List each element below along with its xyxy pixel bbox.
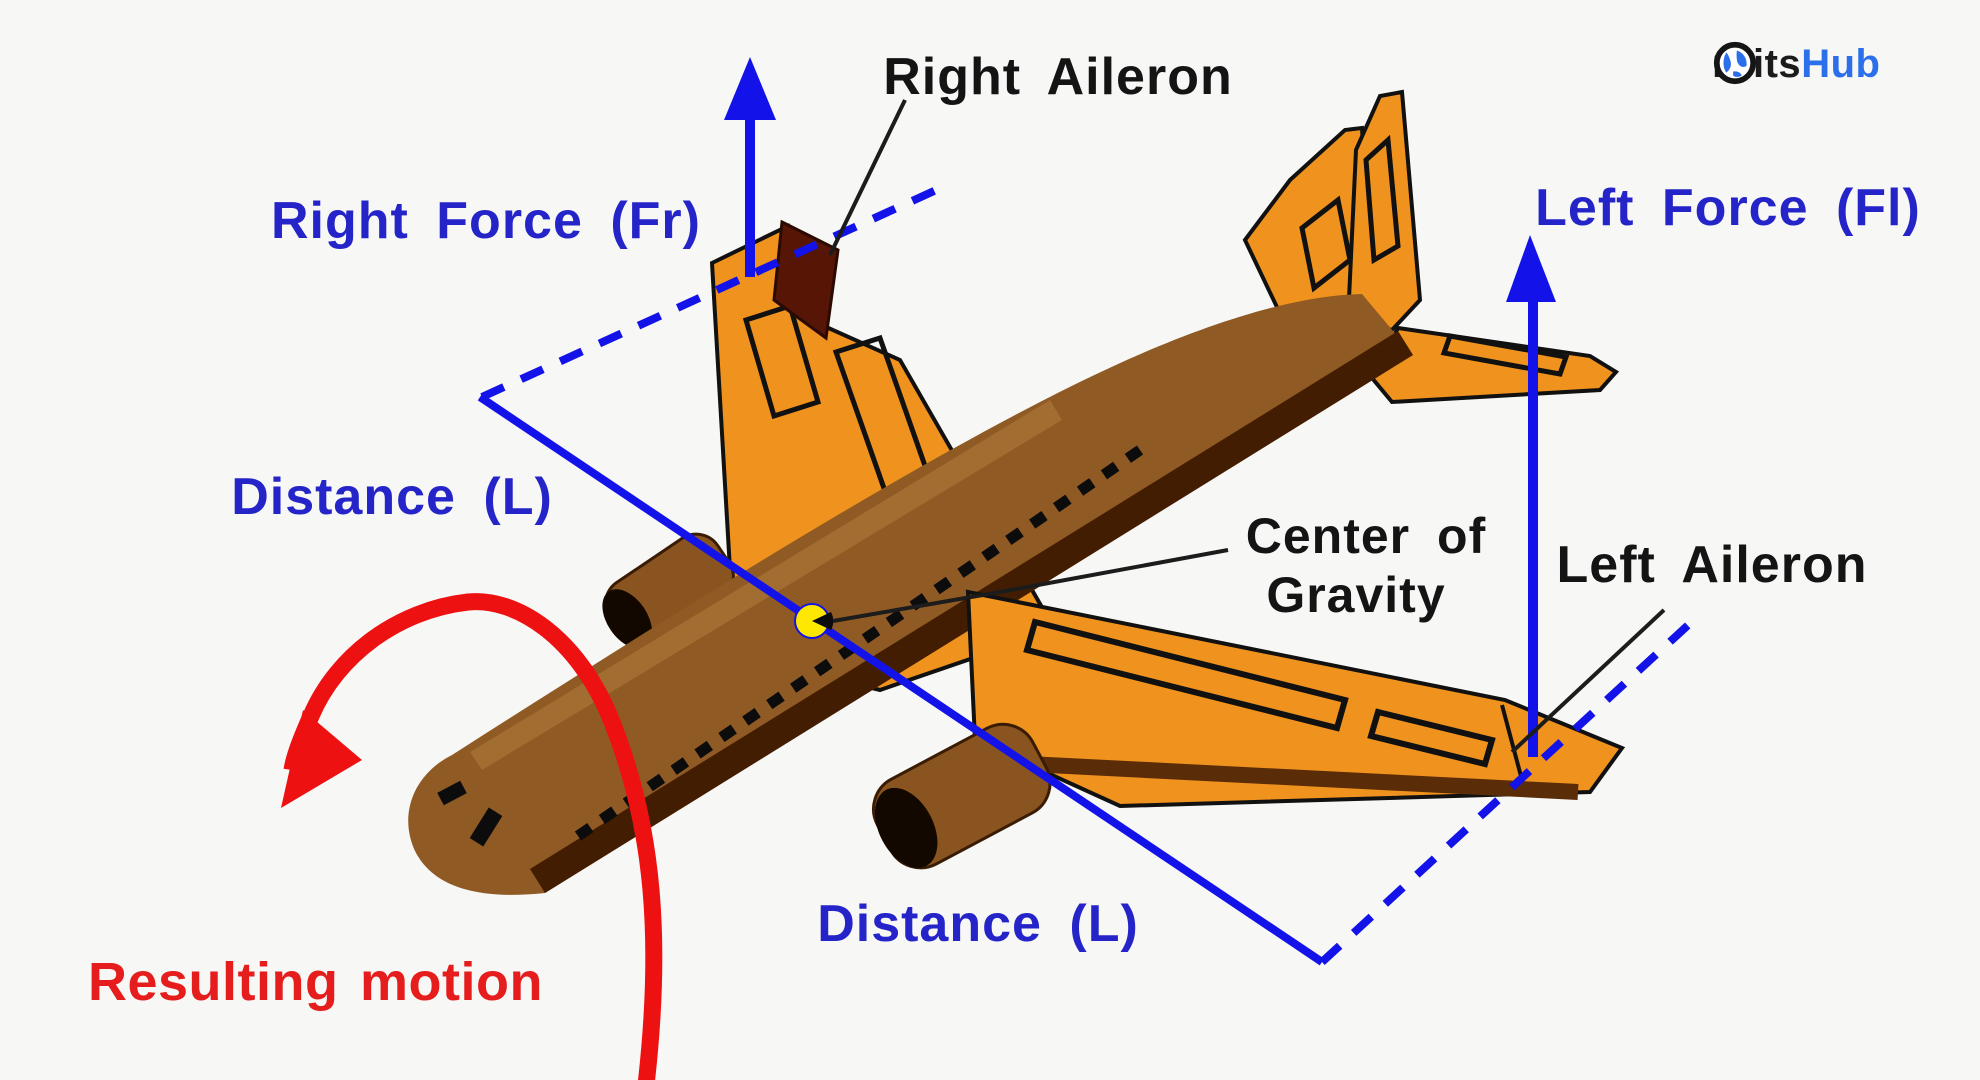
left-aileron-outline xyxy=(1367,708,1496,768)
left-engine xyxy=(872,722,1052,870)
center-of-gravity-pointer xyxy=(832,548,1229,623)
right-aileron-deflected xyxy=(772,219,840,341)
left-wing-underside-shadow xyxy=(989,754,1579,800)
cockpit-window-icon xyxy=(437,780,467,806)
motion-arrowhead-icon xyxy=(281,710,362,808)
label-left-force: Left Force (Fl) xyxy=(1535,179,1921,237)
label-right-force: Right Force (Fr) xyxy=(271,192,701,250)
right-engine xyxy=(602,532,735,649)
center-of-gravity-dot xyxy=(794,603,834,639)
label-distance-left: Distance (L) xyxy=(231,468,553,526)
left-aileron-pointer xyxy=(1510,608,1666,754)
left-elevator-outline xyxy=(1440,333,1570,377)
label-resulting-motion: Resulting motion xyxy=(88,952,543,1012)
left-force-arrowhead-icon xyxy=(1506,235,1556,302)
resulting-motion-arrow xyxy=(281,593,663,1080)
left-stabilizer xyxy=(1369,325,1620,405)
distance-line xyxy=(477,393,1325,966)
right-wing-flap-outline xyxy=(742,302,822,420)
left-engine-intake xyxy=(874,787,938,868)
label-center-of-gravity-line1: Center of xyxy=(1246,508,1486,564)
rudder-outline xyxy=(1363,134,1401,265)
label-left-aileron: Left Aileron xyxy=(1557,536,1868,594)
logo-text-hub: Hub xyxy=(1801,42,1881,86)
orbitshub-logo: rbits Hub xyxy=(1712,40,1880,88)
label-distance-bottom: Distance (L) xyxy=(817,895,1139,953)
left-wing xyxy=(965,589,1626,809)
left-wing-flap-outline xyxy=(1023,618,1349,732)
tail-assembly xyxy=(1242,89,1620,405)
motion-arc xyxy=(283,593,663,1080)
fuselage-body xyxy=(408,294,1413,895)
right-engine-intake xyxy=(602,589,653,649)
right-force-arrowhead-icon xyxy=(724,57,776,120)
left-force-arrow xyxy=(1506,235,1556,757)
right-aileron-pointer xyxy=(828,99,907,256)
left-wingtip-separation xyxy=(1500,704,1524,781)
cockpit-window-icon xyxy=(469,807,503,847)
pointer-lines xyxy=(828,99,1666,754)
right-force-arrow xyxy=(724,57,776,277)
label-center-of-gravity-line2: Gravity xyxy=(1266,567,1445,623)
cg-dot-notch xyxy=(812,612,834,630)
globe-icon xyxy=(1713,41,1757,85)
label-right-aileron: Right Aileron xyxy=(883,48,1233,106)
moment-arm-lines xyxy=(477,182,1701,966)
